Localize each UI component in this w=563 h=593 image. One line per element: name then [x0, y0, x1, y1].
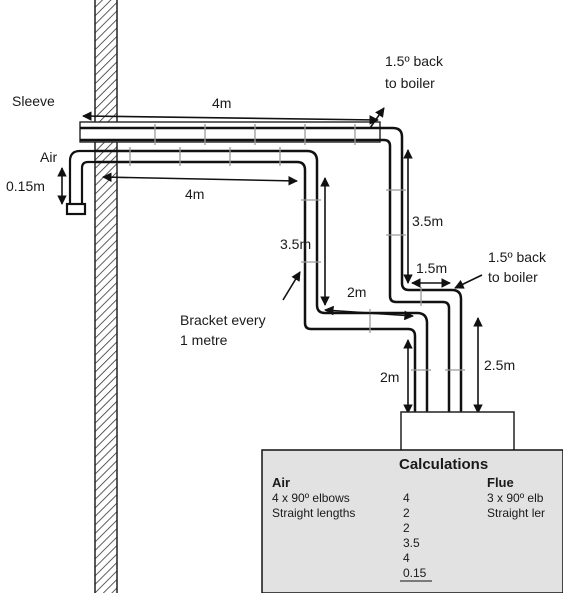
air-label: Air	[40, 149, 57, 165]
air-heading: Air	[272, 475, 290, 490]
bracket-note-2: 1 metre	[180, 332, 228, 348]
air-row-2-label: Straight lengths	[272, 506, 355, 520]
flue-offset-label: 1.5m	[416, 260, 447, 276]
calculations-title: Calculations	[399, 456, 488, 473]
air-drop-1-label: 3.5m	[280, 236, 311, 252]
flue-heading: Flue	[487, 475, 514, 490]
flue-fall-top-label: 1.5º back	[385, 53, 444, 69]
flue-drop-1-label: 3.5m	[412, 213, 443, 229]
air-pipe	[95, 149, 429, 418]
bracket-note-1: Bracket every	[180, 312, 266, 328]
air-row-2-value: 2	[403, 506, 410, 520]
air-row-4-value: 3.5	[403, 536, 420, 550]
air-drop-2-label: 2m	[380, 369, 399, 385]
flue-drop-2-label: 2.5m	[484, 357, 515, 373]
flue-fall-mid-label: 1.5º back	[488, 249, 547, 265]
air-row-5-value: 4	[403, 551, 410, 565]
flue-fall-mid-label-2: to boiler	[488, 269, 538, 285]
flue-row-1-label: 3 x 90º elb	[487, 491, 544, 505]
sleeve-label: Sleeve	[12, 93, 55, 109]
air-row-1-value: 4	[403, 491, 410, 505]
calculations-panel: Calculations Air 4 x 90º elbows Straight…	[261, 449, 563, 593]
air-terminal	[65, 149, 95, 216]
wall	[94, 0, 118, 593]
flue-row-2-label: Straight ler	[487, 506, 545, 520]
pipe-brackets	[129, 124, 465, 371]
air-offset-label: 2m	[347, 284, 366, 300]
flue-fall-top-label-2: to boiler	[385, 75, 435, 91]
air-terminal-height-label: 0.15m	[6, 178, 45, 194]
air-row-3-value: 2	[403, 521, 410, 535]
lower-run-length-label: 4m	[185, 186, 204, 202]
dimension-arrows	[57, 107, 483, 414]
boiler	[400, 411, 515, 453]
air-row-1-label: 4 x 90º elbows	[272, 491, 350, 505]
top-run-length-label: 4m	[212, 95, 231, 111]
air-row-6-value: 0.15	[403, 566, 427, 580]
flue-pipe	[80, 126, 463, 418]
